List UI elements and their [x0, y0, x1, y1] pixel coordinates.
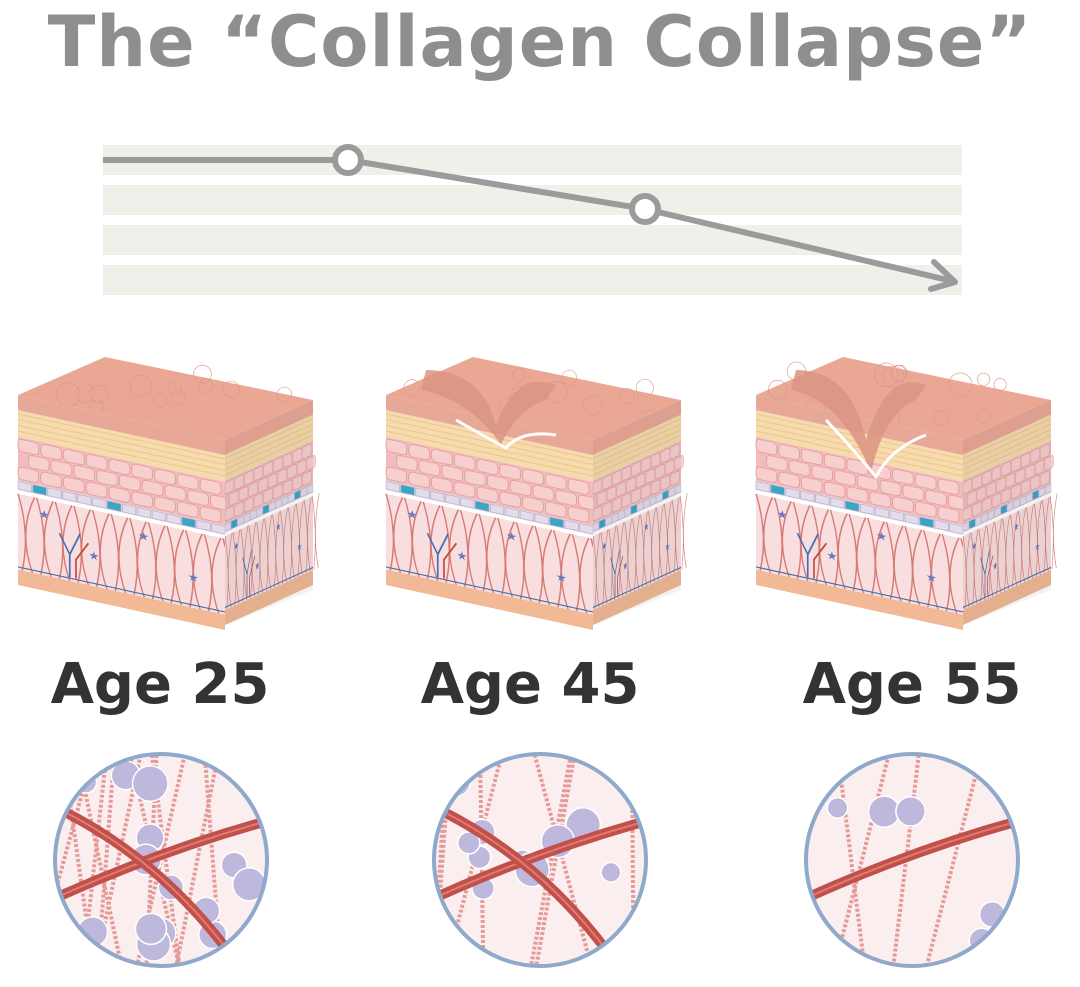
svg-text:★: ★ [297, 541, 302, 556]
skin-cross-section-age-25: ★ ★ ★ ★ ★ ★ ★ ★ [17, 357, 320, 631]
arrow-head-icon [928, 259, 958, 292]
svg-text:★: ★ [255, 560, 260, 575]
svg-text:★: ★ [1035, 541, 1040, 556]
skin-cross-section-age-45: ★ ★ ★ ★ ★ ★ ★ ★ [385, 357, 688, 631]
svg-text:★: ★ [138, 529, 149, 545]
svg-text:★: ★ [644, 521, 649, 536]
skin-cross-section-age-55: ★ ★ ★ ★ ★ ★ ★ ★ [755, 357, 1058, 631]
svg-text:★: ★ [1014, 521, 1019, 536]
svg-text:★: ★ [926, 570, 937, 586]
svg-text:★: ★ [276, 521, 281, 536]
svg-text:★: ★ [665, 541, 670, 556]
svg-text:★: ★ [972, 540, 977, 555]
chart-stripe [103, 265, 962, 295]
svg-text:★: ★ [602, 540, 607, 555]
svg-text:★: ★ [623, 560, 628, 575]
trend-point-age-45 [332, 144, 364, 176]
stage-label-age-45: Age 45 [420, 652, 640, 717]
svg-text:★: ★ [826, 548, 837, 564]
svg-text:★: ★ [556, 570, 567, 586]
svg-text:★: ★ [777, 507, 788, 523]
stage-label-age-55: Age 55 [802, 652, 1022, 717]
svg-text:★: ★ [234, 540, 239, 555]
svg-text:★: ★ [88, 548, 99, 564]
trend-point-age-55 [629, 193, 661, 225]
collagen-magnified-circle-age-25 [53, 752, 269, 968]
collagen-magnified-circle-age-45 [432, 752, 648, 968]
trend-line [103, 157, 953, 284]
svg-text:★: ★ [993, 560, 998, 575]
collagen-trend-chart [103, 144, 962, 295]
svg-text:★: ★ [39, 507, 50, 523]
infographic-title: The “Collagen Collapse” [47, 1, 1033, 83]
svg-text:★: ★ [456, 548, 467, 564]
svg-text:★: ★ [407, 507, 418, 523]
collagen-magnified-circle-age-55 [804, 752, 1020, 968]
svg-text:★: ★ [188, 570, 199, 586]
stage-label-age-25: Age 25 [50, 652, 270, 717]
svg-text:★: ★ [506, 529, 517, 545]
svg-text:★: ★ [876, 529, 887, 545]
